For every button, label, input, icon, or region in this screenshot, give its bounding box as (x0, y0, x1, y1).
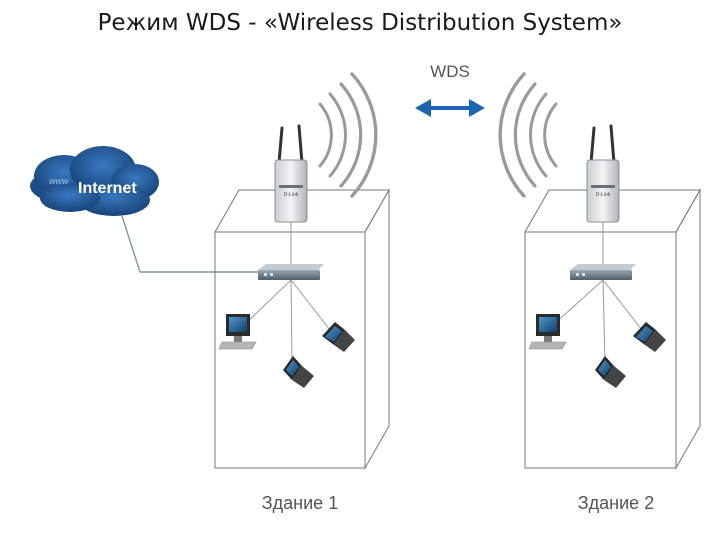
desktop-computer-icon (528, 314, 567, 350)
internet-cable (121, 215, 258, 273)
switch-icon (258, 264, 324, 280)
ap-brand-label: D-Link (284, 192, 299, 198)
slide-title: Режим WDS - «Wireless Distribution Syste… (97, 10, 623, 36)
switch-icon (570, 264, 636, 280)
access-point-icon: D-Link (274, 124, 308, 223)
wireless-waves-icon (498, 72, 558, 198)
wireless-waves-icon (318, 72, 378, 198)
double-arrow-icon (415, 99, 485, 117)
internet-prefix-label: www (49, 176, 69, 186)
ap-brand-label: D-Link (596, 192, 611, 198)
laptop-icon (322, 322, 355, 352)
building-2 (524, 188, 701, 470)
laptop-icon (283, 356, 314, 388)
desktop-computer-icon (218, 314, 257, 350)
access-point-icon: D-Link (586, 124, 620, 223)
laptop-icon (633, 322, 666, 352)
laptop-icon (595, 356, 626, 388)
building-1 (214, 188, 390, 470)
wds-label: WDS (430, 62, 470, 81)
internet-label: Internet (78, 180, 137, 197)
building-1-label: Здание 1 (262, 493, 338, 513)
building-2-label: Здание 2 (578, 493, 654, 513)
network-lines-1 (242, 222, 331, 363)
internet-cloud: www Internet (30, 146, 159, 216)
network-lines-2 (551, 222, 643, 363)
